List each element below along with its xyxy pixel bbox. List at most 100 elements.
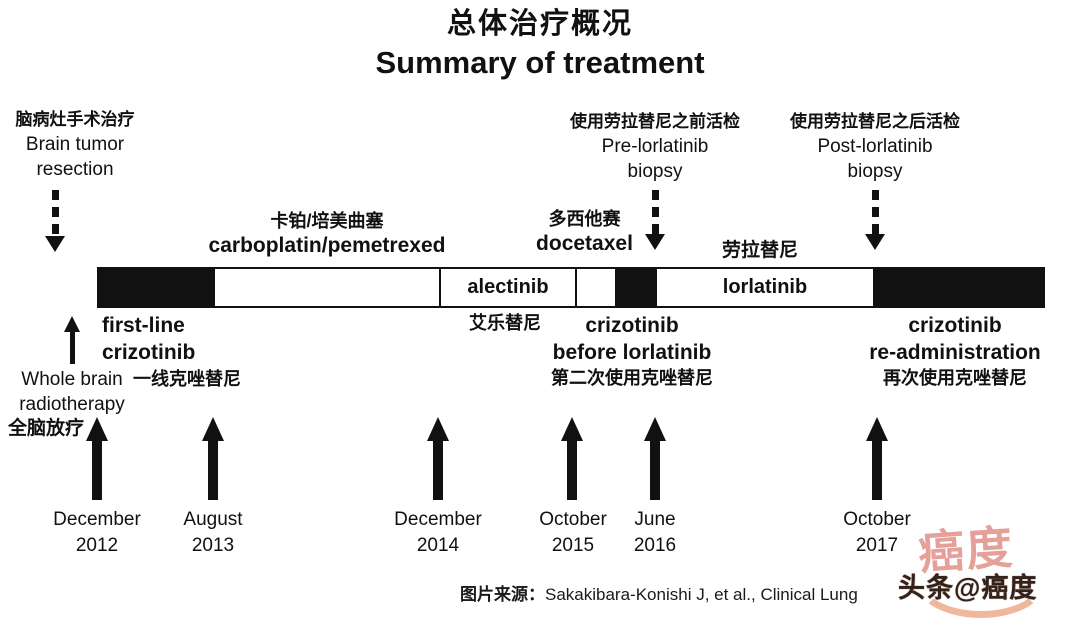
- label-zh: 再次使用克唑替尼: [883, 368, 1027, 388]
- annotation-en: biopsy: [627, 161, 683, 182]
- date-label: December 2014: [383, 507, 493, 559]
- annotation-en: Brain tumor: [25, 134, 125, 155]
- drug-en: carboplatin/pemetrexed: [208, 234, 446, 257]
- segment-docetaxel: [575, 269, 615, 306]
- up-arrow-icon: [866, 417, 888, 500]
- arrow-head: [64, 316, 80, 332]
- label-en: re-administration: [869, 341, 1041, 364]
- segment-label-alectinib: alectinib: [467, 276, 549, 298]
- watermark: 癌度 头条@癌度: [890, 510, 1080, 623]
- arrow-shaft: [567, 441, 577, 500]
- annotation-zh: 使用劳拉替尼之后活检: [790, 112, 960, 131]
- label-en: first-line: [102, 314, 185, 337]
- down-dashed-arrow-icon: [45, 190, 65, 252]
- arrow-head: [645, 234, 665, 250]
- segment-carboplatin-pemetrexed: [215, 269, 439, 306]
- arrow-shaft: [651, 190, 659, 234]
- arrow-shaft: [92, 441, 102, 500]
- label-crizotinib-before-lorlatinib: crizotinib before lorlatinib 第二次使用克唑替尼: [522, 312, 742, 390]
- treatment-timeline-bar: alectinib lorlatinib: [97, 267, 1045, 308]
- up-arrow-icon: [561, 417, 583, 500]
- label-crizotinib-re-administration: crizotinib re-administration 再次使用克唑替尼: [845, 312, 1065, 390]
- date-month: October: [539, 509, 607, 530]
- date-year: 2017: [855, 535, 899, 556]
- arrow-shaft: [51, 190, 59, 236]
- source-citation: 图片来源：Sakakibara-Konishi J, et al., Clini…: [460, 580, 858, 605]
- annotation-brain-tumor-resection: 脑病灶手术治疗 Brain tumor resection: [0, 108, 150, 182]
- title-chinese: 总体治疗概况: [446, 8, 633, 40]
- date-month: December: [53, 509, 141, 530]
- segment-first-line-crizotinib: [99, 269, 215, 306]
- down-dashed-arrow-icon: [645, 190, 665, 250]
- date-month: June: [634, 509, 676, 530]
- date-label: October 2017: [822, 507, 932, 559]
- up-arrow-icon: [202, 417, 224, 500]
- watermark-handle: 头条@癌度: [898, 573, 1038, 603]
- label-en: crizotinib: [908, 314, 1002, 337]
- label-alectinib-zh: 艾乐替尼: [469, 313, 541, 333]
- label-lorlatinib-zh: 劳拉替尼: [721, 240, 798, 261]
- segment-lorlatinib: lorlatinib: [657, 269, 873, 306]
- drug-zh: 多西他赛: [548, 209, 621, 229]
- annotation-en: radiotherapy: [19, 394, 125, 415]
- label-docetaxel: 多西他赛 docetaxel: [522, 207, 647, 257]
- annotation-zh: 使用劳拉替尼之前活检: [570, 112, 740, 131]
- label-en: crizotinib: [585, 314, 679, 337]
- annotation-pre-lorlatinib-biopsy: 使用劳拉替尼之前活检 Pre-lorlatinib biopsy: [545, 110, 765, 184]
- arrow-head: [561, 417, 583, 441]
- arrow-head: [865, 234, 885, 250]
- drug-zh: 卡铂/培美曲塞: [270, 211, 384, 231]
- annotation-en: Post-lorlatinib: [817, 136, 933, 157]
- arrow-head: [644, 417, 666, 441]
- page-title: 总体治疗概况 Summary of treatment: [0, 0, 1080, 81]
- date-year: 2016: [633, 535, 677, 556]
- annotation-en: resection: [36, 159, 114, 180]
- date-year: 2014: [416, 535, 460, 556]
- annotation-whole-brain-zh: 全脑放疗: [8, 418, 85, 439]
- down-dashed-arrow-icon: [865, 190, 885, 250]
- drug-en: docetaxel: [536, 232, 633, 255]
- annotation-en: biopsy: [847, 161, 903, 182]
- date-label: December 2012: [42, 507, 152, 559]
- label-en: crizotinib: [102, 341, 196, 364]
- segment-label-lorlatinib: lorlatinib: [722, 276, 808, 298]
- up-arrow-icon: [427, 417, 449, 500]
- annotation-post-lorlatinib-biopsy: 使用劳拉替尼之后活检 Post-lorlatinib biopsy: [765, 110, 985, 184]
- label-first-line-crizotinib: first-line crizotinib: [102, 312, 195, 366]
- up-arrow-icon: [64, 316, 80, 364]
- date-year: 2012: [75, 535, 119, 556]
- date-label: June 2016: [600, 507, 710, 559]
- arrow-head: [866, 417, 888, 441]
- annotation-whole-brain-radiotherapy: Whole brain radiotherapy: [2, 367, 142, 417]
- label-first-line-crizotinib-zh: 一线克唑替尼: [133, 369, 241, 389]
- segment-crizotinib-before-lorlatinib: [615, 269, 657, 306]
- date-year: 2013: [191, 535, 235, 556]
- arrow-head: [86, 417, 108, 441]
- date-label: October 2015: [518, 507, 628, 559]
- date-year: 2015: [551, 535, 595, 556]
- up-arrow-icon: [644, 417, 666, 500]
- segment-alectinib: alectinib: [439, 269, 575, 306]
- title-english: Summary of treatment: [375, 45, 705, 80]
- arrow-shaft: [69, 332, 75, 364]
- arrow-head: [45, 236, 65, 252]
- up-arrow-icon: [86, 417, 108, 500]
- annotation-zh: 脑病灶手术治疗: [15, 110, 135, 129]
- arrow-shaft: [650, 441, 660, 500]
- label-carboplatin-pemetrexed: 卡铂/培美曲塞 carboplatin/pemetrexed: [197, 209, 457, 259]
- annotation-en: Whole brain: [21, 369, 123, 390]
- date-month: August: [183, 509, 243, 530]
- arrow-shaft: [208, 441, 218, 500]
- arrow-shaft: [433, 441, 443, 500]
- date-month: December: [394, 509, 482, 530]
- date-month: October: [843, 509, 911, 530]
- segment-crizotinib-re-administration: [873, 269, 1043, 306]
- label-en: before lorlatinib: [552, 341, 712, 364]
- arrow-head: [427, 417, 449, 441]
- annotation-en: Pre-lorlatinib: [601, 136, 709, 157]
- arrow-shaft: [871, 190, 879, 234]
- source-label: 图片来源：: [460, 585, 545, 604]
- arrow-head: [202, 417, 224, 441]
- arrow-shaft: [872, 441, 882, 500]
